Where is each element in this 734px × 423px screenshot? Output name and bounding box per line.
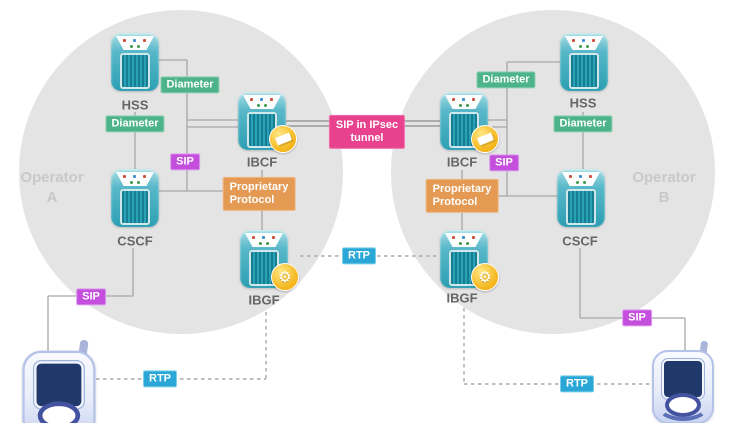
cscf-b-label: CSCF (562, 233, 598, 249)
proprietary-line1: Proprietary (229, 180, 289, 193)
server-door-icon (566, 189, 596, 225)
sip-label-b-ue: SIP (622, 309, 652, 327)
brick-badge-icon (471, 125, 499, 153)
operator-b-line1: Operator (632, 169, 696, 186)
sip-ipsec-tunnel-label: SIP in IPsec tunnel (328, 114, 406, 150)
hss-b-node (560, 33, 608, 91)
ibgf-b-node: ⚙ (440, 230, 499, 291)
sip-ipsec-line2: tunnel (350, 132, 384, 144)
rtp-label-core: RTP (342, 247, 376, 265)
server-grille-icon (245, 233, 283, 247)
operator-a-line2: A (46, 189, 58, 206)
ibcf-a-node (238, 92, 297, 153)
sip-label-a-cscf-ibcf: SIP (170, 153, 200, 171)
ibgf-a-label: IBGF (248, 292, 280, 308)
cscf-a-node (111, 169, 159, 227)
proprietary-line2: Protocol (229, 194, 275, 206)
proprietary-line2: Protocol (432, 196, 478, 208)
gear-badge-icon: ⚙ (471, 263, 499, 291)
proprietary-protocol-label-a: Proprietary Protocol (222, 176, 296, 212)
hss-a-node (111, 33, 159, 91)
cscf-a-label: CSCF (117, 233, 153, 249)
operator-a-line1: Operator (20, 169, 84, 186)
operator-b-label: Operator B (632, 168, 695, 208)
gear-glyph: ⚙ (478, 267, 492, 286)
phone-nav-ring (665, 393, 701, 417)
operator-a-label: Operator A (20, 168, 83, 208)
hss-a-label: HSS (121, 97, 149, 113)
diameter-label-a-hss-ibcf: Diameter (160, 76, 220, 94)
ibgf-a-node: ⚙ (240, 230, 299, 291)
cscf-b-node (557, 169, 605, 227)
diameter-label-b-hss-ibcf: Diameter (476, 71, 536, 89)
server-door-icon (569, 53, 599, 89)
phone-body (652, 350, 714, 423)
ibcf-a-label: IBCF (246, 154, 278, 170)
brick-badge-icon (269, 125, 297, 153)
phone-nav-ring (37, 401, 81, 423)
proprietary-line1: Proprietary (432, 182, 492, 195)
mobile-phone-icon-a (20, 339, 98, 423)
proprietary-protocol-label-b: Proprietary Protocol (425, 178, 499, 214)
diameter-label-b-hss-cscf: Diameter (553, 115, 613, 133)
server-grille-icon (562, 172, 600, 186)
gear-badge-icon: ⚙ (271, 263, 299, 291)
server-grille-icon (116, 36, 154, 50)
ibgf-b-label: IBGF (446, 290, 478, 306)
server-grille-icon (565, 36, 603, 50)
server-door-icon (120, 189, 150, 225)
server-door-icon (120, 53, 150, 89)
rtp-label-a-ue: RTP (143, 370, 177, 388)
phone-body (22, 350, 96, 423)
rtp-label-b-ue: RTP (560, 375, 594, 393)
gear-glyph: ⚙ (278, 267, 292, 286)
ibcf-b-node (440, 92, 499, 153)
server-grille-icon (243, 95, 281, 109)
server-grille-icon (445, 233, 483, 247)
diameter-label-a-hss-cscf: Diameter (105, 115, 165, 133)
hss-b-label: HSS (569, 95, 597, 111)
server-grille-icon (116, 172, 154, 186)
sip-ipsec-line1: SIP in IPsec (335, 118, 399, 131)
operator-b-line2: B (658, 189, 670, 206)
mobile-phone-icon-b (650, 340, 716, 423)
ibcf-b-label: IBCF (446, 154, 478, 170)
server-grille-icon (445, 95, 483, 109)
sip-label-a-ue: SIP (76, 288, 106, 306)
sip-label-b-cscf-ibcf: SIP (489, 154, 519, 172)
phone-speaker-arc (657, 391, 709, 421)
